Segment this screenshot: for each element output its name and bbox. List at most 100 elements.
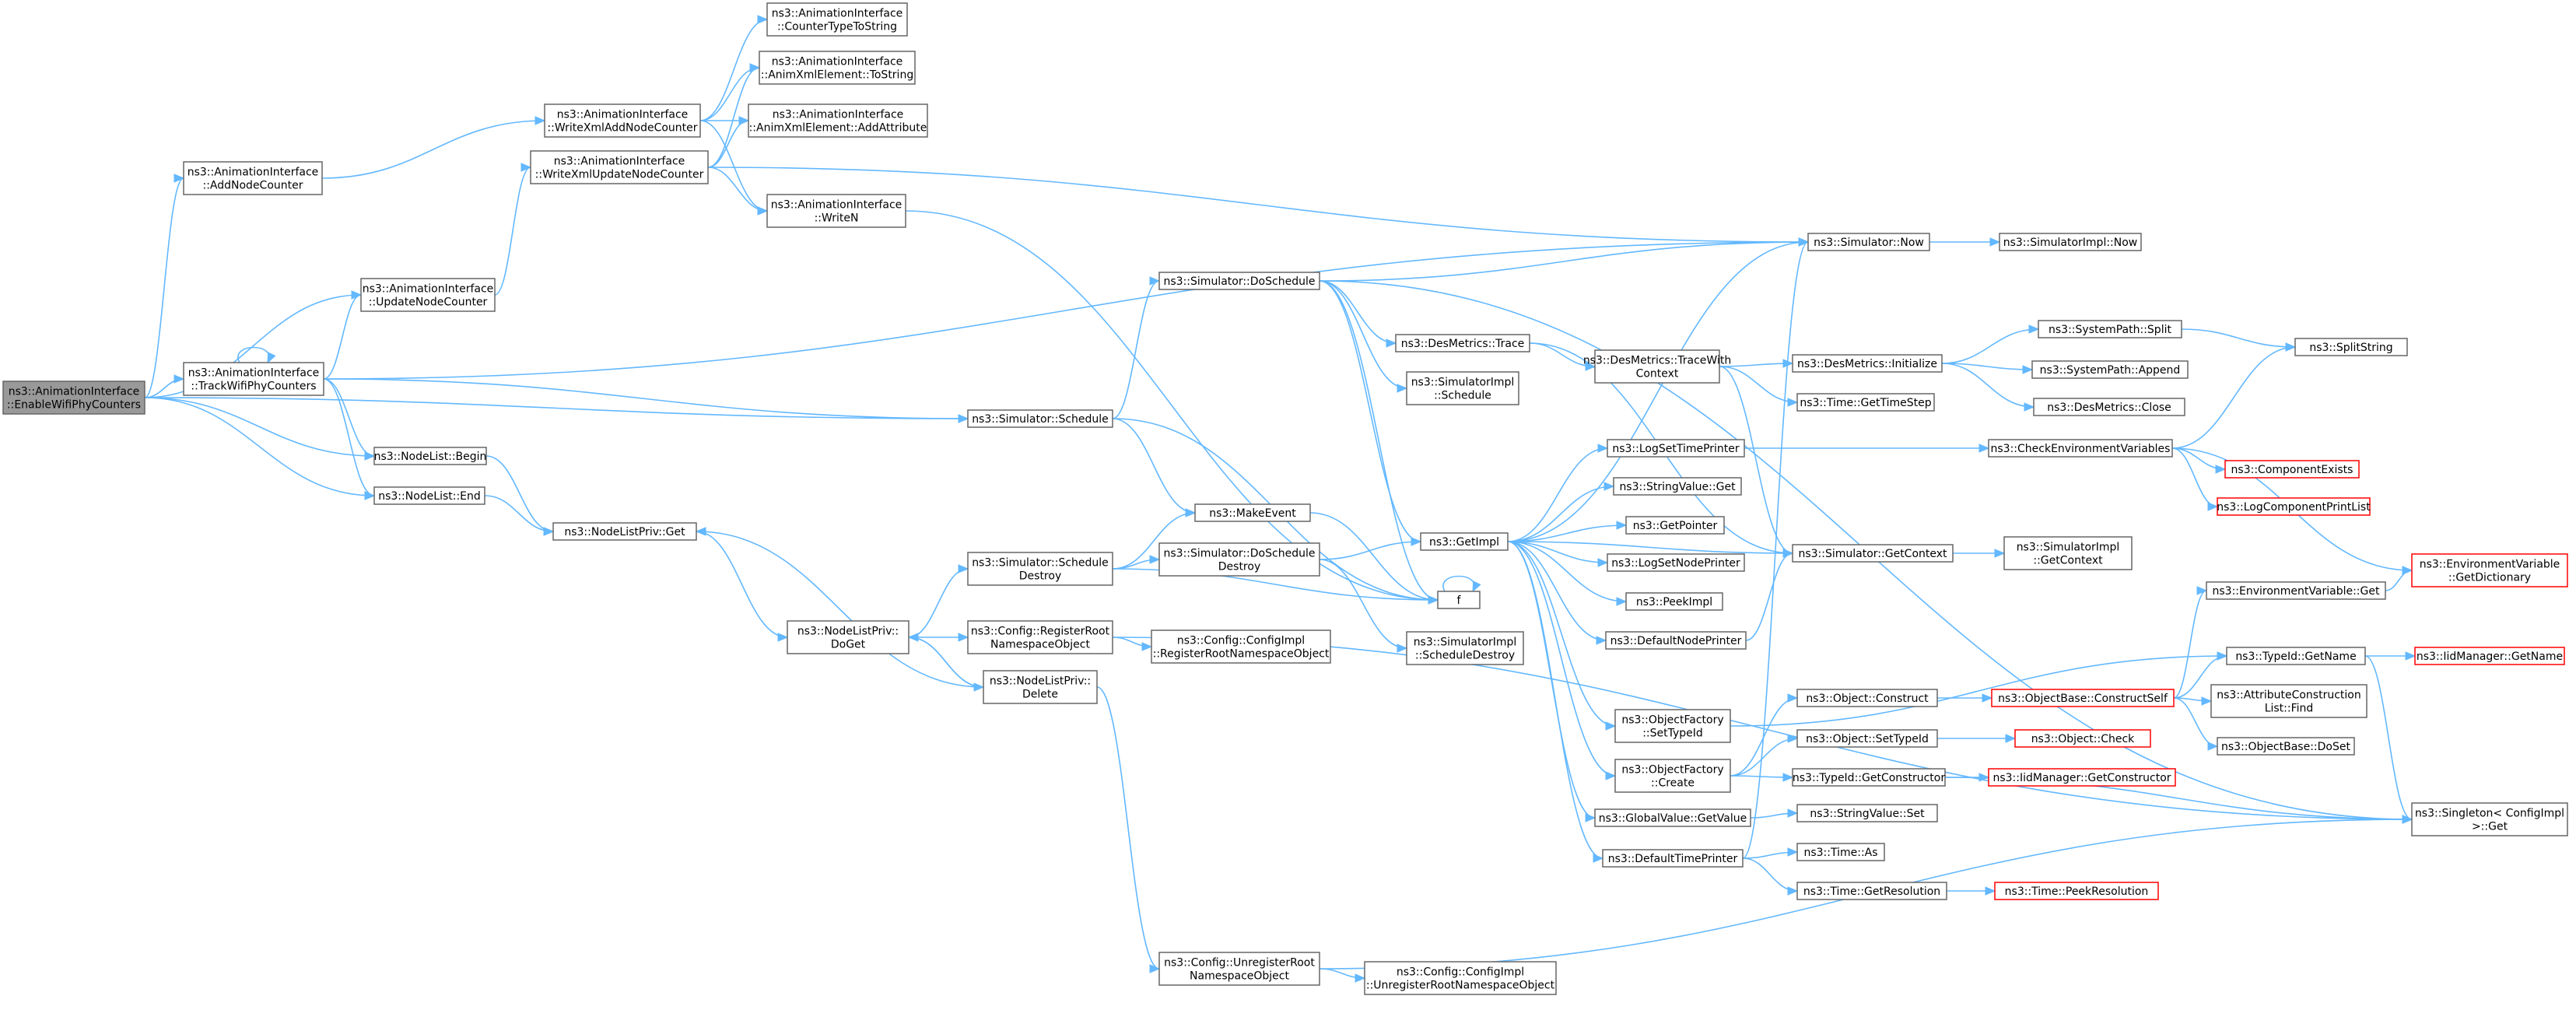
graph-node-typeIdGetName[interactable]: ns3::TypeId::GetName <box>2226 647 2366 665</box>
graph-node-cfgUnregister[interactable]: ns3::Config::UnregisterRootNamespaceObje… <box>1158 952 1320 986</box>
graph-node-objBaseDoSet[interactable]: ns3::ObjectBase::DoSet <box>2217 737 2355 756</box>
graph-node-updateNodeCounter[interactable]: ns3::AnimationInterface::UpdateNodeCount… <box>360 278 496 312</box>
call-edge <box>1730 734 1799 777</box>
call-edge <box>2173 697 2219 751</box>
graph-node-desTrace[interactable]: ns3::DesMetrics::Trace <box>1395 334 1530 352</box>
graph-node-desInit[interactable]: ns3::DesMetrics::Initialize <box>1792 354 1943 373</box>
graph-node-simGetContext[interactable]: ns3::Simulator::GetContext <box>1792 544 1954 563</box>
graph-node-makeEvent[interactable]: ns3::MakeEvent <box>1194 503 1311 522</box>
call-edge <box>323 378 969 423</box>
graph-node-writeN[interactable]: ns3::AnimationInterface::WriteN <box>766 194 906 228</box>
graph-node-defTimePrinter[interactable]: ns3::DefaultTimePrinter <box>1602 849 1744 868</box>
graph-node-nlpDelete[interactable]: ns3::NodeListPriv::Delete <box>983 670 1098 704</box>
graph-node-nlpGet[interactable]: ns3::NodeListPriv::Get <box>552 522 697 541</box>
graph-node-writeXmlAdd[interactable]: ns3::AnimationInterface::WriteXmlAddNode… <box>544 103 701 138</box>
graph-node-timeGetRes[interactable]: ns3::Time::GetResolution <box>1796 882 1947 900</box>
graph-node-simImplSchedule[interactable]: ns3::SimulatorImpl::Schedule <box>1406 371 1519 405</box>
graph-node-box <box>1158 272 1320 290</box>
graph-node-box <box>1364 961 1557 995</box>
graph-node-simSchedule[interactable]: ns3::Simulator::Schedule <box>967 409 1113 428</box>
graph-node-nlBegin[interactable]: ns3::NodeList::Begin <box>373 447 487 465</box>
graph-node-box <box>1613 477 1742 496</box>
graph-node-schedDestroy[interactable]: ns3::Simulator::ScheduleDestroy <box>967 552 1113 586</box>
graph-node-writeXmlUpdate[interactable]: ns3::AnimationInterface::WriteXmlUpdateN… <box>530 150 709 184</box>
graph-node-counterType[interactable]: ns3::AnimationInterface::CounterTypeToSt… <box>766 2 908 37</box>
graph-node-f[interactable]: f <box>1437 591 1481 609</box>
call-edge <box>707 116 750 168</box>
graph-node-box <box>1807 233 1930 251</box>
graph-node-logCompPrint[interactable]: ns3::LogComponentPrintList <box>2217 497 2371 516</box>
graph-node-objCheck[interactable]: ns3::Object::Check <box>2014 729 2151 748</box>
graph-node-globalValGet[interactable]: ns3::GlobalValue::GetValue <box>1594 808 1751 827</box>
graph-node-logSetTime[interactable]: ns3::LogSetTimePrinter <box>1607 439 1745 458</box>
call-edge-line <box>323 378 969 419</box>
graph-node-animAddAttr[interactable]: ns3::AnimationInterface::AnimXmlElement:… <box>748 103 928 138</box>
graph-node-objFactSetTypeId[interactable]: ns3::ObjectFactory::SetTypeId <box>1614 709 1731 743</box>
call-edge <box>1319 280 1397 348</box>
graph-node-sysPathAppend[interactable]: ns3::SystemPath::Append <box>2031 360 2189 379</box>
graph-node-splitString[interactable]: ns3::SplitString <box>2294 338 2408 356</box>
call-edge <box>1507 541 1617 731</box>
graph-node-getPointer[interactable]: ns3::GetPointer <box>1625 516 1725 535</box>
graph-node-simDoSchedule[interactable]: ns3::Simulator::DoSchedule <box>1158 272 1320 290</box>
graph-node-cfgRegister[interactable]: ns3::Config::RegisterRootNamespaceObject <box>967 620 1113 654</box>
graph-node-label: ns3::DefaultNodePrinter <box>1610 635 1742 647</box>
graph-node-addNodeCounter[interactable]: ns3::AnimationInterface::AddNodeCounter <box>183 161 323 195</box>
graph-node-singletonGet[interactable]: ns3::Singleton< ConfigImpl>::Get <box>2411 802 2568 836</box>
graph-node-timeStep[interactable]: ns3::Time::GetTimeStep <box>1796 393 1935 412</box>
call-edge <box>1730 773 1794 782</box>
call-edge <box>485 455 555 536</box>
graph-node-objFactCreate[interactable]: ns3::ObjectFactory::Create <box>1614 759 1731 793</box>
graph-node-envVarGetDict[interactable]: ns3::EnvironmentVariable::GetDictionary <box>2411 553 2568 587</box>
call-edge <box>144 397 376 461</box>
graph-node-checkEnv[interactable]: ns3::CheckEnvironmentVariables <box>1988 439 2173 458</box>
graph-node-objSetTypeId[interactable]: ns3::Object::SetTypeId <box>1796 729 1938 748</box>
graph-node-simImplGetCtx[interactable]: ns3::SimulatorImpl::GetContext <box>2003 536 2133 570</box>
graph-node-objConstruct[interactable]: ns3::Object::Construct <box>1796 689 1938 707</box>
call-edge-line <box>144 177 184 398</box>
graph-node-box <box>1796 882 1947 900</box>
graph-node-nlEnd[interactable]: ns3::NodeList::End <box>373 486 485 505</box>
call-edge-line <box>2171 346 2296 449</box>
graph-node-simImplSchedDestroy[interactable]: ns3::SimulatorImpl::ScheduleDestroy <box>1406 631 1524 665</box>
graph-node-label: ::GetDictionary <box>2448 572 2531 584</box>
graph-node-box <box>1792 544 1954 563</box>
call-edge <box>484 495 555 536</box>
call-edge-arrow-icon <box>1982 693 1993 703</box>
graph-node-compExists[interactable]: ns3::ComponentExists <box>2224 460 2360 479</box>
graph-node-timePeekRes[interactable]: ns3::Time::PeekResolution <box>1994 882 2159 900</box>
graph-node-iidGetCtor[interactable]: ns3::IidManager::GetConstructor <box>1988 768 2176 787</box>
graph-node-trackWifi[interactable]: ns3::AnimationInterface::TrackWifiPhyCou… <box>183 362 324 396</box>
call-edge-arrow-icon <box>2405 651 2417 661</box>
graph-node-logSetNode[interactable]: ns3::LogSetNodePrinter <box>1607 553 1745 572</box>
graph-node-desClose[interactable]: ns3::DesMetrics::Close <box>2033 398 2185 416</box>
graph-node-cfgImplUnregister[interactable]: ns3::Config::ConfigImpl::UnregisterRootN… <box>1364 961 1557 995</box>
graph-node-typeIdGetCtor[interactable]: ns3::TypeId::GetConstructor <box>1792 768 1946 787</box>
graph-node-getImpl[interactable]: ns3::GetImpl <box>1420 532 1509 551</box>
graph-node-root[interactable]: ns3::AnimationInterface::EnableWifiPhyCo… <box>2 380 145 415</box>
graph-node-label: ns3::SimulatorImpl <box>1411 377 1515 389</box>
graph-node-simNow[interactable]: ns3::Simulator::Now <box>1807 233 1930 251</box>
call-edge-arrow-icon <box>2201 696 2213 706</box>
graph-node-peekImpl[interactable]: ns3::PeekImpl <box>1625 592 1723 611</box>
graph-node-sysPathSplit[interactable]: ns3::SystemPath::Split <box>2038 320 2182 338</box>
call-edge-arrow-icon <box>749 63 761 72</box>
graph-node-strValSet[interactable]: ns3::StringValue::Set <box>1796 804 1938 822</box>
graph-node-nlpDoGet[interactable]: ns3::NodeListPriv::DoGet <box>787 620 909 654</box>
graph-node-defNodePrinter[interactable]: ns3::DefaultNodePrinter <box>1605 631 1747 650</box>
graph-node-envVarGet[interactable]: ns3::EnvironmentVariable::Get <box>2206 581 2386 600</box>
graph-node-simImplNow[interactable]: ns3::SimulatorImpl::Now <box>1999 233 2142 251</box>
graph-node-label: ns3::ObjectFactory <box>1621 714 1723 727</box>
graph-node-cfgImplRegister[interactable]: ns3::Config::ConfigImpl::RegisterRootNam… <box>1151 629 1331 664</box>
graph-node-iidGetName[interactable]: ns3::IidManager::GetName <box>2414 647 2565 665</box>
graph-node-timeAs[interactable]: ns3::Time::As <box>1796 843 1885 861</box>
graph-node-strValGet[interactable]: ns3::StringValue::Get <box>1613 477 1742 496</box>
call-edge-arrow-icon <box>1355 973 1366 983</box>
graph-node-objBaseConstruct[interactable]: ns3::ObjectBase::ConstructSelf <box>1991 689 2175 707</box>
graph-node-box <box>1158 952 1320 986</box>
call-edge-arrow-icon <box>173 374 185 384</box>
graph-node-animToString[interactable]: ns3::AnimationInterface::AnimXmlElement:… <box>759 51 916 85</box>
